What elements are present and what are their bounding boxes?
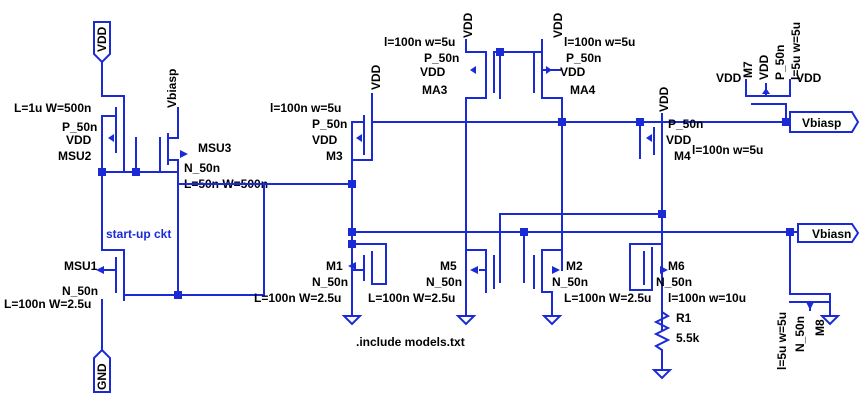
r1-resistor	[653, 305, 671, 371]
ma4-body: VDD	[560, 65, 586, 79]
msu2-body: VDD	[66, 133, 92, 147]
startup-circuit: VDD L=1u W=500n P_50n VDD MSU2 Vbiasp MS…	[4, 21, 268, 393]
vdd-port-label: VDD	[95, 26, 109, 52]
m2-size: L=100n W=2.5u	[564, 291, 651, 305]
core-circuit: VDD l=100n w=5u P_50n VDD M3 Vbiasp VDD …	[254, 12, 860, 380]
m1-ground	[341, 315, 363, 326]
msu3-model: N_50n	[184, 161, 220, 175]
m5-model: N_50n	[426, 275, 462, 289]
r1-name: R1	[676, 311, 692, 325]
m2-model: N_50n	[552, 275, 588, 289]
ma3-body: VDD	[420, 65, 446, 79]
m7-drain-vdd: VDD	[796, 71, 822, 85]
msu2-name: MSU2	[58, 149, 92, 163]
m7-model: P_50n	[773, 45, 787, 80]
msu2-size: L=1u W=500n	[14, 101, 91, 115]
m6-name: M6	[668, 259, 685, 273]
m3-body: VDD	[312, 133, 338, 147]
ma4-model: P_50n	[566, 51, 601, 65]
m7-body: VDD	[757, 54, 771, 80]
m1-size: L=100n W=2.5u	[254, 291, 341, 305]
ma3-vdd: VDD	[461, 12, 475, 38]
m6-model: N_50n	[656, 275, 692, 289]
m8-size: l=5u w=5u	[775, 312, 789, 370]
r1-value: 5.5k	[676, 331, 700, 345]
ma4-vdd: VDD	[551, 12, 565, 38]
ma4-size: l=100n w=5u	[564, 35, 635, 49]
m4-model: P_50n	[668, 117, 703, 131]
m3-model: P_50n	[312, 117, 347, 131]
m6-size: l=100n w=10u	[668, 291, 746, 305]
m5-size: L=100n W=2.5u	[368, 291, 455, 305]
spice-directive: .include models.txt	[356, 335, 465, 349]
m4-name: M4	[674, 149, 691, 163]
m3-vdd: VDD	[369, 64, 383, 90]
m2-name: M2	[566, 259, 583, 273]
vbiasn-port-label: Vbiasn	[812, 227, 851, 241]
msu1-size: L=100n W=2.5u	[4, 297, 91, 311]
vbiasn-port	[797, 223, 860, 243]
gnd-port	[93, 348, 111, 393]
m3-name: M3	[326, 149, 343, 163]
m7-size: l=5u w=5u	[789, 22, 803, 80]
gnd-port-label: GND	[95, 363, 109, 390]
msu3-name: MSU3	[198, 141, 232, 155]
m8-model: N_50n	[793, 316, 807, 352]
vdd-port	[93, 21, 111, 64]
m4-body: VDD	[666, 133, 692, 147]
msu1-model: N_50n	[62, 284, 98, 298]
ma3-model: P_50n	[424, 51, 459, 65]
m3-size: l=100n w=5u	[270, 101, 341, 115]
m5-name: M5	[440, 259, 457, 273]
m2-ground	[541, 315, 563, 326]
m4-vdd: VDD	[657, 86, 671, 112]
m7-source-vdd: VDD	[716, 71, 742, 85]
msu2-model: P_50n	[62, 120, 97, 134]
m4-size: l=100n w=5u	[692, 143, 763, 157]
startup-label: start-up ckt	[106, 227, 171, 241]
ma3-name: MA3	[422, 83, 448, 97]
m1-model: N_50n	[312, 275, 348, 289]
m1-name: M1	[326, 259, 343, 273]
m5-ground	[455, 315, 477, 326]
r1-ground	[651, 369, 673, 380]
vbiasp-port	[789, 111, 860, 133]
vbiasp-port-label: Vbiasp	[802, 116, 841, 130]
m8-name: M8	[813, 319, 827, 336]
ma4-name: MA4	[570, 83, 596, 97]
msu3-vbiasp-label: Vbiasp	[165, 69, 179, 108]
msu1-name: MSU1	[64, 259, 98, 273]
ma3-size: l=100n w=5u	[384, 35, 455, 49]
m7-name: M7	[741, 61, 755, 78]
m8-ground	[819, 315, 841, 326]
